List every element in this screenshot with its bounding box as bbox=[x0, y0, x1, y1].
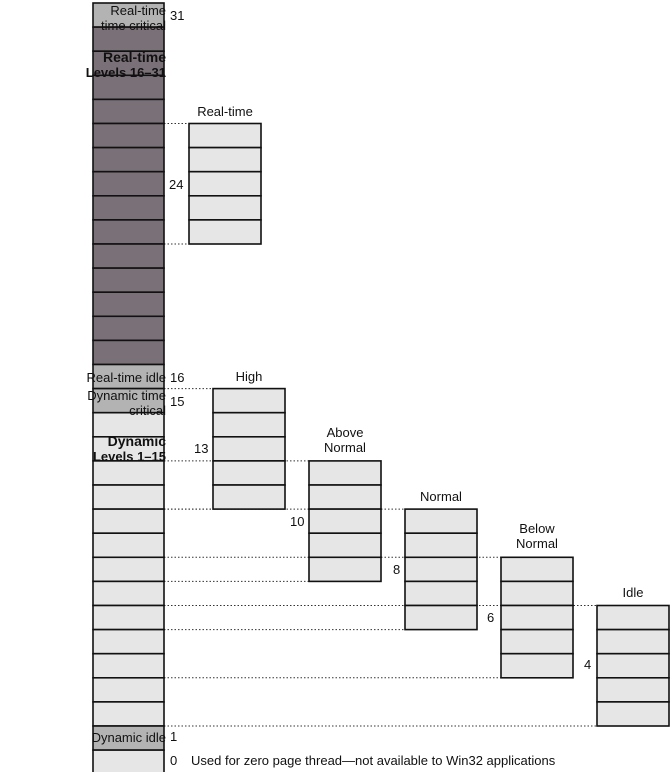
label-dynamic-time-critical: Dynamic time critical bbox=[87, 388, 166, 418]
class-normal-level-7 bbox=[404, 580, 478, 607]
class-base-high: 13 bbox=[194, 441, 209, 456]
class-high-level-13 bbox=[212, 435, 286, 462]
class-base-idle: 4 bbox=[584, 657, 592, 672]
priority-level-6 bbox=[92, 604, 165, 631]
priority-level-1 bbox=[92, 725, 165, 751]
class-title-above-normal: Above Normal bbox=[324, 425, 366, 455]
priority-level-19 bbox=[92, 291, 165, 318]
class-realtime-level-26 bbox=[188, 122, 262, 149]
priority-level-11 bbox=[92, 484, 165, 510]
priority-level-22 bbox=[92, 219, 165, 245]
level-number-1: 1 bbox=[170, 729, 178, 744]
class-title-realtime: Real-time bbox=[197, 104, 253, 119]
label-realtime-levels: Real-time Levels 16–31 bbox=[85, 49, 166, 81]
priority-level-4 bbox=[92, 652, 165, 679]
priority-level-2 bbox=[92, 701, 165, 727]
class-below-normal-level-7 bbox=[500, 580, 574, 607]
class-base-below-normal: 6 bbox=[487, 610, 495, 625]
priority-level-23 bbox=[92, 195, 165, 221]
priority-level-0 bbox=[92, 749, 165, 772]
class-high-level-11 bbox=[212, 484, 286, 510]
priority-level-27 bbox=[92, 98, 165, 125]
priority-level-8 bbox=[92, 556, 165, 583]
priority-level-14 bbox=[92, 411, 165, 438]
class-idle-level-3 bbox=[596, 676, 670, 703]
class-high-level-14 bbox=[212, 411, 286, 438]
class-title-below-normal: Below Normal bbox=[516, 521, 558, 551]
priority-level-7 bbox=[92, 580, 165, 607]
class-base-realtime: 24 bbox=[169, 177, 184, 192]
label-dynamic-idle: Dynamic idle bbox=[91, 730, 166, 745]
priority-level-10 bbox=[92, 508, 165, 535]
level-number-16: 16 bbox=[170, 370, 185, 385]
class-idle-level-2 bbox=[596, 701, 670, 727]
priority-level-17 bbox=[92, 339, 165, 366]
label-realtime-time-critical: Real-time time critical bbox=[100, 3, 166, 33]
priority-level-20 bbox=[92, 267, 165, 294]
priority-levels-column bbox=[92, 2, 165, 772]
priority-level-9 bbox=[92, 532, 165, 559]
class-below-normal-level-4 bbox=[500, 652, 574, 679]
class-normal-level-8 bbox=[404, 556, 478, 583]
level-number-15: 15 bbox=[170, 394, 185, 409]
class-base-above-normal: 10 bbox=[290, 514, 305, 529]
class-normal-level-9 bbox=[404, 532, 478, 559]
class-above-normal-level-9 bbox=[308, 532, 382, 559]
class-above-normal-level-10 bbox=[308, 508, 382, 535]
class-idle-level-5 bbox=[596, 628, 670, 655]
class-realtime-level-25 bbox=[188, 146, 262, 173]
priority-level-29 bbox=[92, 50, 165, 77]
class-normal-level-6 bbox=[404, 604, 478, 631]
label-dynamic-levels: Dynamic Levels 1–15 bbox=[92, 433, 166, 465]
level-number-0: 0 bbox=[170, 753, 178, 768]
priority-level-26 bbox=[92, 122, 165, 149]
level-number-31: 31 bbox=[170, 8, 185, 23]
class-above-normal-level-11 bbox=[308, 484, 382, 510]
priority-level-3 bbox=[92, 676, 165, 703]
priority-level-24 bbox=[92, 170, 165, 197]
priority-level-15 bbox=[92, 387, 165, 414]
class-realtime-level-24 bbox=[188, 170, 262, 197]
class-title-idle: Idle bbox=[622, 585, 644, 600]
priority-level-12 bbox=[92, 460, 165, 486]
class-realtime-level-22 bbox=[188, 219, 262, 245]
class-high-level-12 bbox=[212, 460, 286, 486]
class-realtime-level-23 bbox=[188, 195, 262, 221]
class-normal-level-10 bbox=[404, 508, 478, 535]
priority-level-18 bbox=[92, 315, 165, 342]
class-title-normal: Normal bbox=[420, 489, 462, 504]
class-idle-level-6 bbox=[596, 604, 670, 631]
zero-page-note: Used for zero page thread—not available … bbox=[191, 753, 556, 768]
priority-level-25 bbox=[92, 146, 165, 173]
class-above-normal-level-12 bbox=[308, 460, 382, 486]
class-idle-level-4 bbox=[596, 652, 670, 679]
class-high-level-15 bbox=[212, 387, 286, 414]
priority-level-5 bbox=[92, 628, 165, 655]
priority-class-boxes bbox=[188, 122, 670, 727]
class-title-high: High bbox=[235, 369, 263, 384]
class-below-normal-level-6 bbox=[500, 604, 574, 631]
class-below-normal-level-8 bbox=[500, 556, 574, 583]
class-base-normal: 8 bbox=[393, 562, 401, 577]
priority-level-21 bbox=[92, 243, 165, 269]
label-realtime-idle: Real-time idle bbox=[86, 370, 166, 385]
priority-level-30 bbox=[92, 26, 165, 53]
class-below-normal-level-5 bbox=[500, 628, 574, 655]
class-above-normal-level-8 bbox=[308, 556, 382, 583]
priority-level-16 bbox=[92, 363, 165, 390]
